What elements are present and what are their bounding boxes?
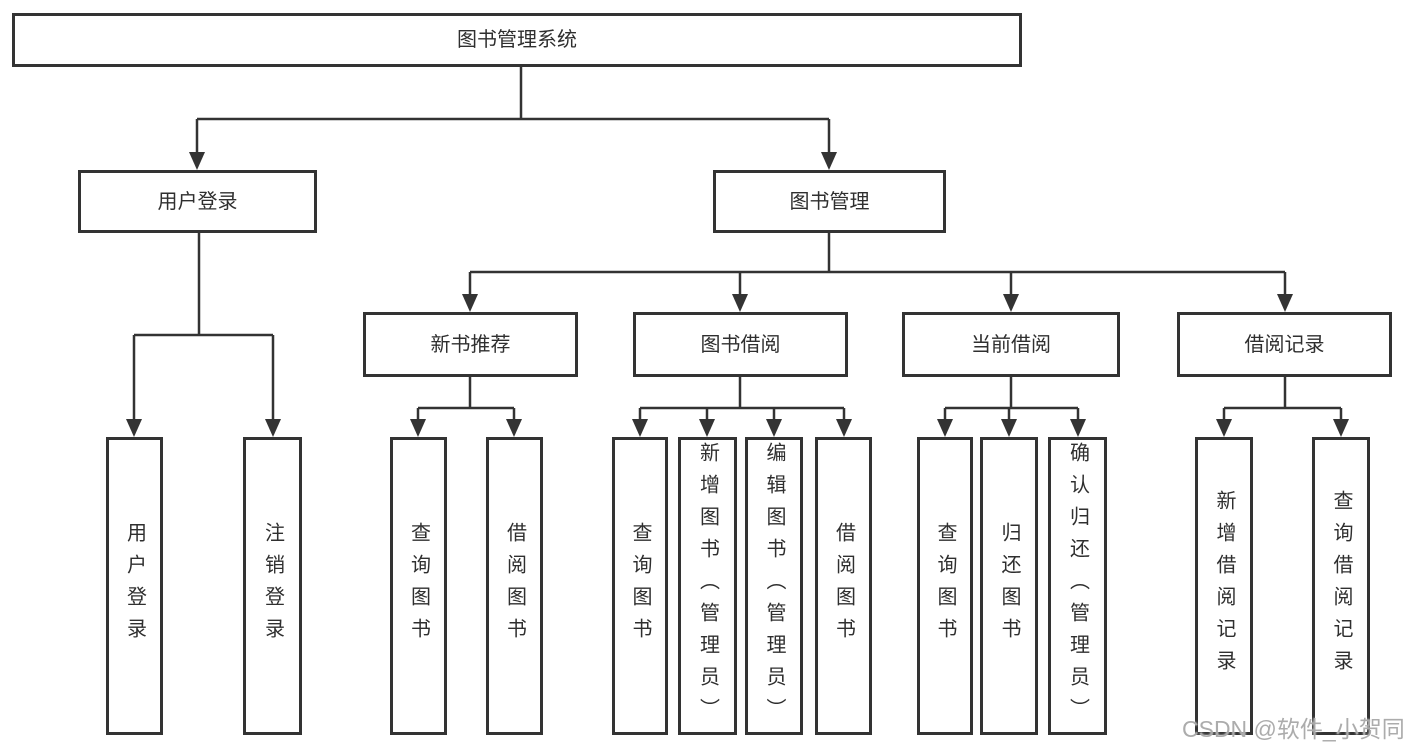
csdn-watermark: CSDN @软件_小贺同学 [1182, 716, 1405, 742]
leaf-current-confirm-return-admin-label: 确认归还（管理员） [1066, 442, 1089, 730]
node-root-system: 图书管理系统 [12, 13, 1022, 67]
leaf-logout: 注销登录 [243, 437, 302, 735]
node-book-borrow-label: 图书借阅 [700, 333, 781, 356]
connector-current-borrow-to-leaves [943, 377, 1080, 420]
leaf-borrow-borrow-books: 借阅图书 [815, 437, 872, 735]
node-current-borrow-label: 当前借阅 [971, 333, 1051, 356]
leaf-user-login: 用户登录 [106, 437, 163, 735]
leaf-borrow-borrow-books-label: 借阅图书 [832, 522, 855, 650]
node-current-borrow: 当前借阅 [902, 312, 1120, 377]
leaf-borrow-edit-books-admin-label: 编辑图书（管理员） [763, 442, 785, 730]
connector-user-login-to-leaves [132, 233, 275, 420]
leaf-borrow-query-books-label: 查询图书 [629, 522, 651, 650]
connector-borrow-record-to-leaves [1222, 377, 1343, 420]
leaf-borrow-edit-books-admin: 编辑图书（管理员） [745, 437, 803, 735]
node-book-management-label: 图书管理 [789, 190, 870, 213]
node-borrow-record-label: 借阅记录 [1244, 333, 1325, 356]
connector-book-borrow-to-leaves [638, 377, 846, 420]
connector-root-to-level2 [195, 67, 831, 153]
leaf-borrow-add-books-admin: 新增图书（管理员） [678, 437, 737, 735]
leaf-current-return-books-label: 归还图书 [998, 522, 1020, 650]
node-book-management: 图书管理 [713, 170, 946, 233]
connector-book-mgmt-to-sections [468, 233, 1287, 295]
leaf-recommend-query-books: 查询图书 [390, 437, 447, 735]
arrowheads [126, 152, 1349, 437]
node-borrow-record: 借阅记录 [1177, 312, 1392, 377]
leaf-record-add-borrow-record-label: 新增借阅记录 [1213, 490, 1235, 682]
leaf-recommend-query-books-label: 查询图书 [407, 522, 430, 650]
leaf-record-query-borrow-record: 查询借阅记录 [1312, 437, 1370, 735]
leaf-record-add-borrow-record: 新增借阅记录 [1195, 437, 1253, 735]
leaf-recommend-borrow-books-label: 借阅图书 [503, 522, 526, 650]
node-user-login-label: 用户登录 [157, 190, 238, 213]
connector-new-book-to-leaves [416, 377, 516, 420]
node-new-book-recommend: 新书推荐 [363, 312, 578, 377]
node-user-login: 用户登录 [78, 170, 317, 233]
leaf-current-confirm-return-admin: 确认归还（管理员） [1048, 437, 1107, 735]
leaf-logout-label: 注销登录 [261, 522, 284, 650]
node-root-label: 图书管理系统 [457, 29, 577, 51]
node-book-borrow: 图书借阅 [633, 312, 848, 377]
node-new-book-recommend-label: 新书推荐 [430, 333, 511, 356]
leaf-borrow-add-books-admin-label: 新增图书（管理员） [696, 442, 719, 730]
leaf-user-login-label: 用户登录 [123, 522, 146, 650]
leaf-borrow-query-books: 查询图书 [612, 437, 668, 735]
leaf-current-query-books: 查询图书 [917, 437, 973, 735]
leaf-current-query-books-label: 查询图书 [934, 522, 956, 650]
leaf-recommend-borrow-books: 借阅图书 [486, 437, 543, 735]
leaf-current-return-books: 归还图书 [980, 437, 1038, 735]
leaf-record-query-borrow-record-label: 查询借阅记录 [1330, 490, 1352, 682]
